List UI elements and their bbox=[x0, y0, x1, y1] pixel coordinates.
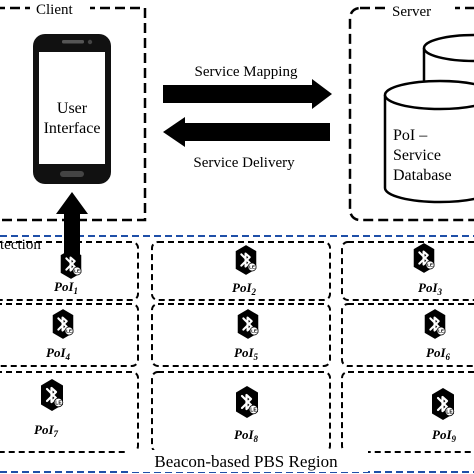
poi-cell bbox=[151, 303, 331, 367]
beacon-icon-3 bbox=[412, 242, 436, 274]
poi-label-8: PoI8 bbox=[234, 427, 259, 444]
poi-label-9: PoI9 bbox=[432, 427, 457, 444]
region-label: Beacon-based PBS Region bbox=[154, 452, 338, 471]
beacon-icon-1 bbox=[59, 248, 83, 280]
poi-cell bbox=[151, 241, 331, 301]
poi-label-3: PoI3 bbox=[418, 280, 443, 297]
poi-cell bbox=[341, 241, 474, 301]
poi-label-7: PoI7 bbox=[34, 422, 59, 439]
poi-label-5: PoI5 bbox=[234, 345, 259, 362]
poi-cell bbox=[0, 303, 139, 367]
service-mapping-label: Service Mapping bbox=[195, 64, 298, 80]
phone-label-line2: Interface bbox=[44, 120, 101, 137]
poi-label-2: PoI2 bbox=[232, 280, 257, 297]
service-delivery-arrow bbox=[163, 117, 330, 147]
service-mapping-arrow bbox=[163, 79, 332, 109]
client-title: Client bbox=[36, 2, 73, 18]
beacon-icon-2 bbox=[234, 244, 258, 276]
db-label-line3: Database bbox=[393, 167, 452, 184]
beacon-icon-8 bbox=[234, 384, 260, 420]
beacon-icon-4 bbox=[51, 308, 75, 340]
poi-label-4: PoI4 bbox=[46, 345, 71, 362]
poi-cell bbox=[0, 371, 139, 453]
smartphone bbox=[33, 34, 111, 184]
server-title: Server bbox=[392, 4, 431, 20]
poi-cell bbox=[341, 303, 474, 367]
phone-label-line1: User bbox=[57, 100, 88, 117]
poi-label-6: PoI6 bbox=[426, 345, 451, 362]
database-cylinder-front bbox=[383, 79, 474, 204]
beacon-icon-7 bbox=[39, 377, 65, 413]
poi-label-1: PoI1 bbox=[54, 279, 78, 296]
detection-arrow bbox=[56, 192, 88, 262]
detection-label: tection bbox=[0, 237, 41, 253]
beacon-icon-5 bbox=[236, 308, 260, 340]
db-label-line1: PoI – bbox=[393, 127, 428, 144]
poi-cell bbox=[341, 371, 474, 453]
beacon-icon-6 bbox=[423, 308, 447, 340]
poi-grid bbox=[0, 241, 474, 453]
service-delivery-label: Service Delivery bbox=[193, 155, 295, 171]
beacon-icon-9 bbox=[430, 386, 456, 422]
db-label-line2: Service bbox=[393, 147, 441, 164]
